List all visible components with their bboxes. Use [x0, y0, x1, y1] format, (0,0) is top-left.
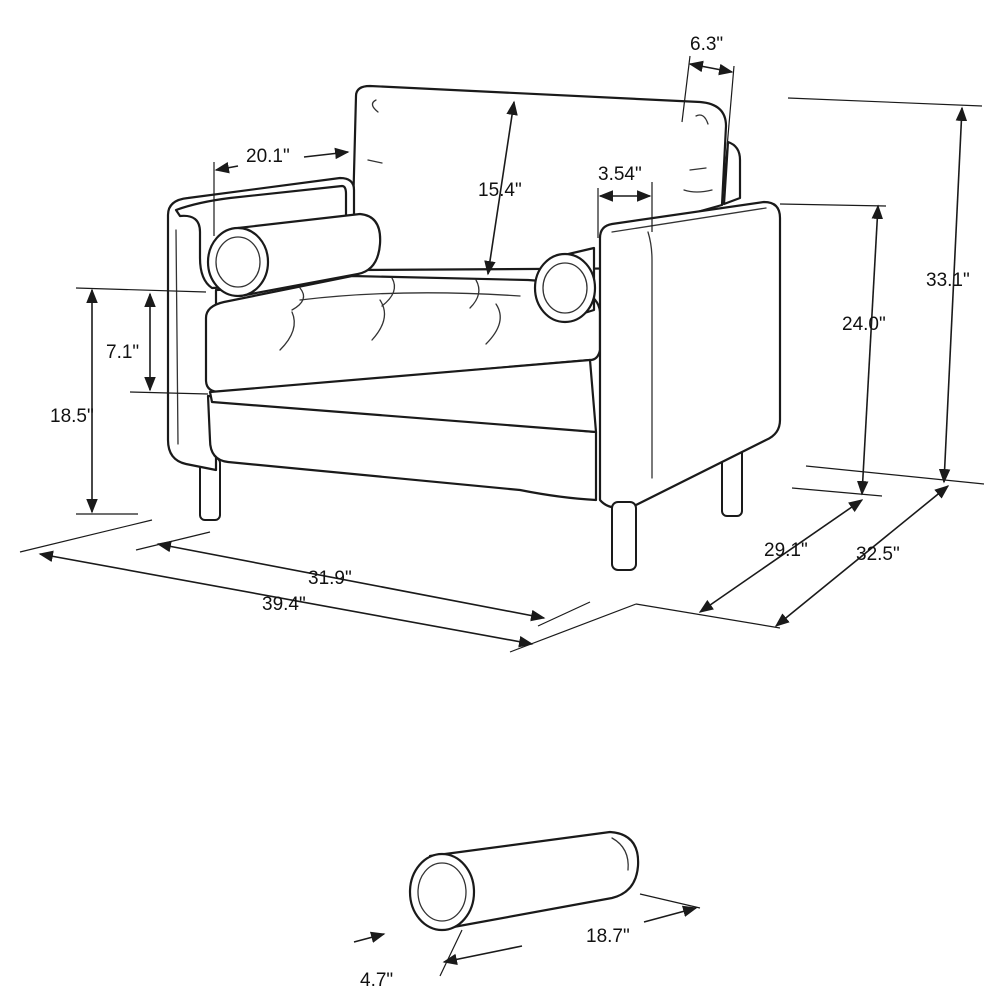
pillow-length-label: 18.7"	[586, 926, 630, 947]
seat-depth-label: 29.1"	[764, 540, 808, 561]
seat-width-label: 31.9"	[308, 568, 352, 589]
backrest-depth-line	[688, 60, 734, 76]
overall-height-label: 33.1"	[926, 270, 970, 291]
seat-height-label: 18.5"	[50, 406, 94, 427]
left-bolster-pillow	[206, 212, 382, 298]
pillow-detail-drawing	[353, 830, 701, 977]
arm-height-label: 24.0"	[842, 314, 886, 335]
front-right-leg	[611, 501, 637, 571]
back-height-label: 15.4"	[478, 180, 522, 201]
cushion-height-label: 7.1"	[106, 342, 139, 363]
backrest-depth-label: 6.3"	[690, 34, 723, 55]
right-bolster-pillow	[533, 246, 597, 324]
overall-width-label: 39.4"	[262, 594, 306, 615]
seat	[204, 274, 602, 502]
dimension-labels: 6.3" 20.1" 15.4" 3.54" 33.1" 24.0" 7.1" …	[50, 34, 970, 991]
arm-inner-width-label: 20.1"	[246, 146, 290, 167]
right-arm	[598, 200, 782, 510]
pillow-diameter-label: 4.7"	[360, 970, 393, 991]
overall-depth-label: 32.5"	[856, 544, 900, 565]
dimension-lines	[19, 55, 985, 653]
arm-width-label: 3.54"	[598, 164, 642, 185]
armchair-drawing	[166, 84, 782, 571]
